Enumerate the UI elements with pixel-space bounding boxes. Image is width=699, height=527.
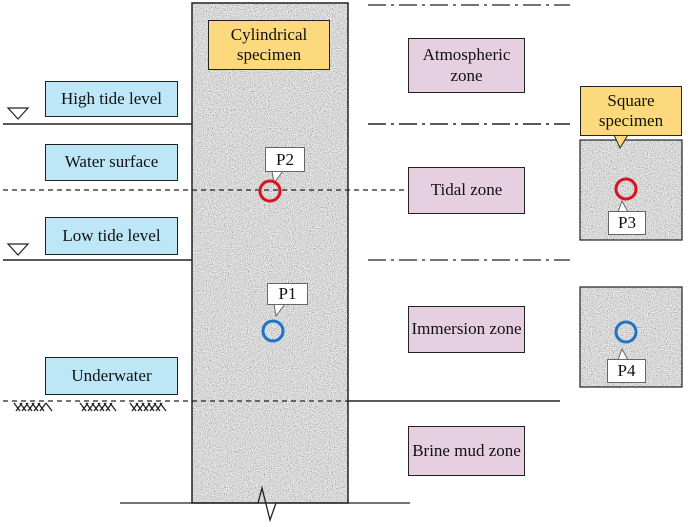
atmospheric-zone-label: Atmospheric zone — [408, 38, 525, 93]
point-p4-label: P4 — [607, 359, 646, 383]
low-tide-marker-icon — [6, 243, 30, 256]
underwater-label: Underwater — [45, 357, 178, 395]
cylindrical-specimen-column — [191, 2, 349, 504]
point-p2-label: P2 — [265, 147, 305, 172]
tidal-zone-label: Tidal zone — [408, 167, 525, 214]
point-p2-marker — [258, 179, 282, 203]
cylindrical-specimen-label: Cylindrical specimen — [208, 20, 330, 70]
point-p1-label: P1 — [267, 283, 308, 305]
point-p4-marker — [614, 320, 638, 344]
point-p3-label: P3 — [608, 211, 646, 235]
high-tide-marker-icon — [6, 107, 30, 120]
square-specimen-label: Square specimen — [580, 86, 682, 136]
seabed-hatch-icon — [13, 402, 167, 412]
brine-mud-zone-label: Brine mud zone — [408, 426, 525, 476]
water-surface-label: Water surface — [45, 144, 178, 181]
immersion-zone-label: Immersion zone — [408, 306, 525, 353]
point-p1-marker — [261, 319, 285, 343]
column-base-break — [120, 485, 410, 523]
point-p3-marker — [614, 177, 638, 201]
high-tide-level-label: High tide level — [45, 81, 178, 117]
low-tide-level-label: Low tide level — [45, 217, 178, 255]
